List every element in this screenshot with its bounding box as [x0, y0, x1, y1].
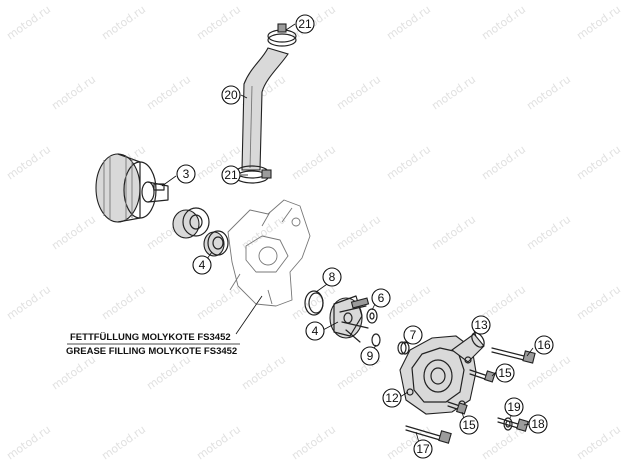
callout-18: 18	[528, 414, 548, 434]
callout-21-mid: 21	[221, 165, 241, 185]
small-ring-part	[371, 333, 381, 347]
watermark-text: motod.ru	[429, 213, 478, 253]
callout-13: 13	[471, 315, 491, 335]
screw-17-part	[405, 425, 452, 444]
callout-6: 6	[371, 288, 391, 308]
callout-12: 12	[382, 388, 402, 408]
callout-label: 19	[507, 400, 521, 414]
watermark-text: motod.ru	[334, 213, 383, 253]
screw-16-part	[491, 347, 536, 364]
watermark-text: motod.ru	[49, 353, 98, 393]
pump-drive-gear-part	[95, 153, 169, 223]
seal-ring-left-part	[203, 230, 229, 257]
callout-label: 12	[385, 391, 399, 405]
dowel-pin-part	[397, 341, 410, 355]
watermark-text: motod.ru	[574, 423, 623, 463]
callout-label: 3	[183, 167, 190, 181]
watermark-text: motod.ru	[4, 283, 53, 323]
note-grease-filling: GREASE FILLING MOLYKOTE FS3452	[66, 346, 237, 357]
watermark-text: motod.ru	[429, 73, 478, 113]
callout-label: 20	[224, 88, 238, 102]
watermark-text: motod.ru	[4, 423, 53, 463]
callout-15-upper: 15	[495, 363, 515, 383]
callout-3: 3	[176, 164, 196, 184]
watermark-text: motod.ru	[479, 3, 528, 43]
callout-7: 7	[403, 325, 423, 345]
watermark-text: motod.ru	[574, 143, 623, 183]
water-pump-cover-part	[399, 332, 485, 415]
watermark-text: motod.ru	[194, 423, 243, 463]
hose-clamp-top-part	[267, 23, 297, 47]
callout-label: 17	[416, 442, 430, 456]
watermark-text: motod.ru	[289, 423, 338, 463]
watermark-text: motod.ru	[574, 3, 623, 43]
watermark-text: motod.ru	[479, 143, 528, 183]
watermark-text: motod.ru	[524, 213, 573, 253]
callout-20: 20	[221, 85, 241, 105]
callout-19: 19	[504, 397, 524, 417]
callout-4-left: 4	[192, 255, 212, 275]
engine-case-part	[227, 199, 311, 307]
watermark-text: motod.ru	[194, 283, 243, 323]
callout-16: 16	[534, 335, 554, 355]
callout-label: 21	[224, 168, 238, 182]
watermark-text: motod.ru	[99, 423, 148, 463]
callout-15-lower: 15	[459, 415, 479, 435]
watermark-text: motod.ru	[144, 353, 193, 393]
watermark-text: motod.ru	[194, 3, 243, 43]
bearing-part	[172, 207, 210, 239]
callout-9: 9	[360, 346, 380, 366]
watermark-text: motod.ru	[289, 143, 338, 183]
note-fettfuellung: FETTFÜLLUNG MOLYKOTE FS3452	[70, 332, 231, 343]
callout-label: 21	[298, 17, 312, 31]
watermark-text: motod.ru	[239, 353, 288, 393]
water-hose-part	[241, 47, 289, 171]
watermark-text: motod.ru	[144, 73, 193, 113]
watermark-text: motod.ru	[99, 283, 148, 323]
callout-label: 15	[462, 418, 476, 432]
callout-label: 13	[474, 318, 488, 332]
washer-part	[366, 308, 378, 324]
callout-label: 16	[537, 338, 551, 352]
impeller-part	[329, 295, 370, 343]
watermark-text: motod.ru	[49, 213, 98, 253]
watermark-text: motod.ru	[384, 3, 433, 43]
screw-18-part	[497, 417, 529, 432]
watermark-text: motod.ru	[99, 3, 148, 43]
callout-4-mid: 4	[305, 321, 325, 341]
watermark-text: motod.ru	[479, 283, 528, 323]
callout-label: 15	[498, 366, 512, 380]
callout-label: 6	[378, 291, 385, 305]
callout-8: 8	[322, 267, 342, 287]
screw-15-lower-part	[447, 401, 468, 415]
watermark-text: motod.ru	[334, 73, 383, 113]
callout-label: 8	[329, 270, 336, 284]
callout-17: 17	[413, 439, 433, 459]
callout-21-top: 21	[295, 14, 315, 34]
watermark-text: motod.ru	[574, 283, 623, 323]
watermark-text: motod.ru	[4, 3, 53, 43]
watermark-text: motod.ru	[4, 143, 53, 183]
callout-label: 9	[367, 349, 374, 363]
callout-label: 4	[312, 324, 319, 338]
o-ring-part	[304, 290, 324, 316]
watermark-text: motod.ru	[49, 73, 98, 113]
callout-label: 7	[410, 328, 417, 342]
watermark-text: motod.ru	[239, 213, 288, 253]
watermark-text: motod.ru	[384, 143, 433, 183]
callout-label: 18	[531, 417, 545, 431]
callout-label: 4	[199, 258, 206, 272]
watermark-text: motod.ru	[524, 73, 573, 113]
screw-15-upper-part	[469, 369, 496, 383]
watermark-text: motod.ru	[384, 283, 433, 323]
